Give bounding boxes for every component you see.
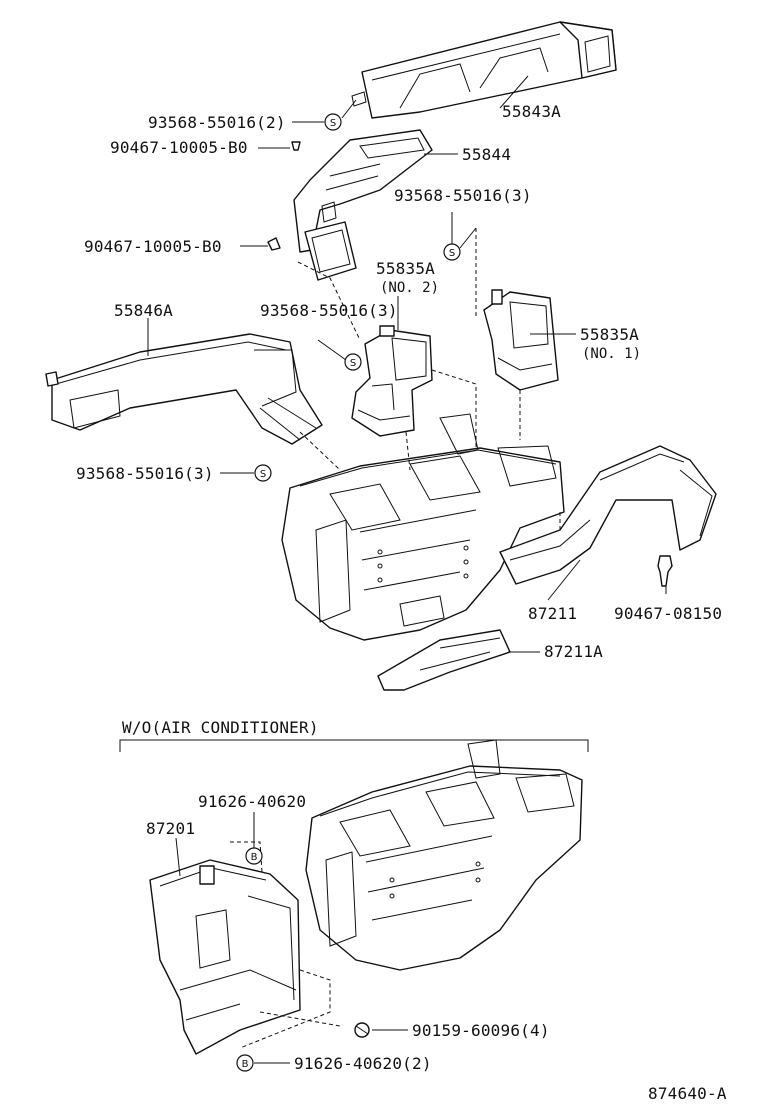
label-91626-40620: 91626-40620: [198, 792, 306, 811]
label-no1: (NO. 1): [582, 346, 641, 362]
svg-text:S: S: [449, 248, 455, 259]
section-title: W/O(AIR CONDITIONER): [122, 718, 319, 737]
label-55844: 55844: [462, 145, 511, 164]
label-55835A-no1: 55835A: [580, 325, 639, 344]
label-87211: 87211: [528, 604, 577, 623]
duct-55846A: [45, 333, 323, 445]
symbol-s-icon: S: [324, 113, 342, 131]
label-87211A: 87211A: [544, 642, 603, 661]
figure-id: 874640-A: [648, 1084, 727, 1103]
duct-87211: [499, 445, 717, 585]
label-87201: 87201: [146, 819, 195, 838]
label-93568-55016-3-low: 93568-55016(3): [76, 464, 214, 483]
svg-text:B: B: [251, 852, 258, 863]
label-90467-08150: 90467-08150: [614, 604, 722, 623]
case-87201: [149, 859, 301, 1055]
screw-icon: [657, 555, 673, 587]
bolt-icon: [354, 1022, 370, 1038]
heater-unit-lower: [305, 739, 583, 971]
symbol-s-icon: S: [254, 464, 272, 482]
duct-55835A-no2: [351, 325, 433, 437]
symbol-b-icon: B: [245, 847, 263, 865]
label-55846A: 55846A: [114, 301, 173, 320]
duct-55844: [293, 129, 433, 281]
label-90159-60096-4: 90159-60096(4): [412, 1021, 550, 1040]
assembly-lines: [230, 228, 561, 1049]
svg-text:S: S: [330, 118, 336, 129]
duct-87211A: [377, 629, 511, 691]
clip-icon: [291, 141, 301, 151]
label-55835A-no2: 55835A: [376, 259, 435, 278]
duct-55843A: [351, 21, 617, 119]
svg-text:S: S: [260, 469, 266, 480]
heater-unit-upper: [281, 413, 565, 641]
label-93568-55016-2: 93568-55016(2): [148, 113, 286, 132]
leader-lines: [119, 75, 667, 1064]
label-90467-10005-B0-top: 90467-10005-B0: [110, 138, 248, 157]
symbol-b-icon: B: [236, 1054, 254, 1072]
svg-text:B: B: [242, 1059, 249, 1070]
duct-55835A-no1: [483, 289, 559, 391]
label-91626-40620-2: 91626-40620(2): [294, 1054, 432, 1073]
label-93568-55016-3-mid: 93568-55016(3): [260, 301, 398, 320]
svg-text:S: S: [350, 358, 356, 369]
symbol-s-icon: S: [344, 353, 362, 371]
label-55843A: 55843A: [502, 102, 561, 121]
symbol-s-icon: S: [443, 243, 461, 261]
label-no2: (NO. 2): [380, 280, 439, 296]
clip-icon: [267, 237, 281, 251]
label-90467-10005-B0-mid: 90467-10005-B0: [84, 237, 222, 256]
fastener-icons: [267, 141, 673, 1038]
label-93568-55016-3-top: 93568-55016(3): [394, 186, 532, 205]
